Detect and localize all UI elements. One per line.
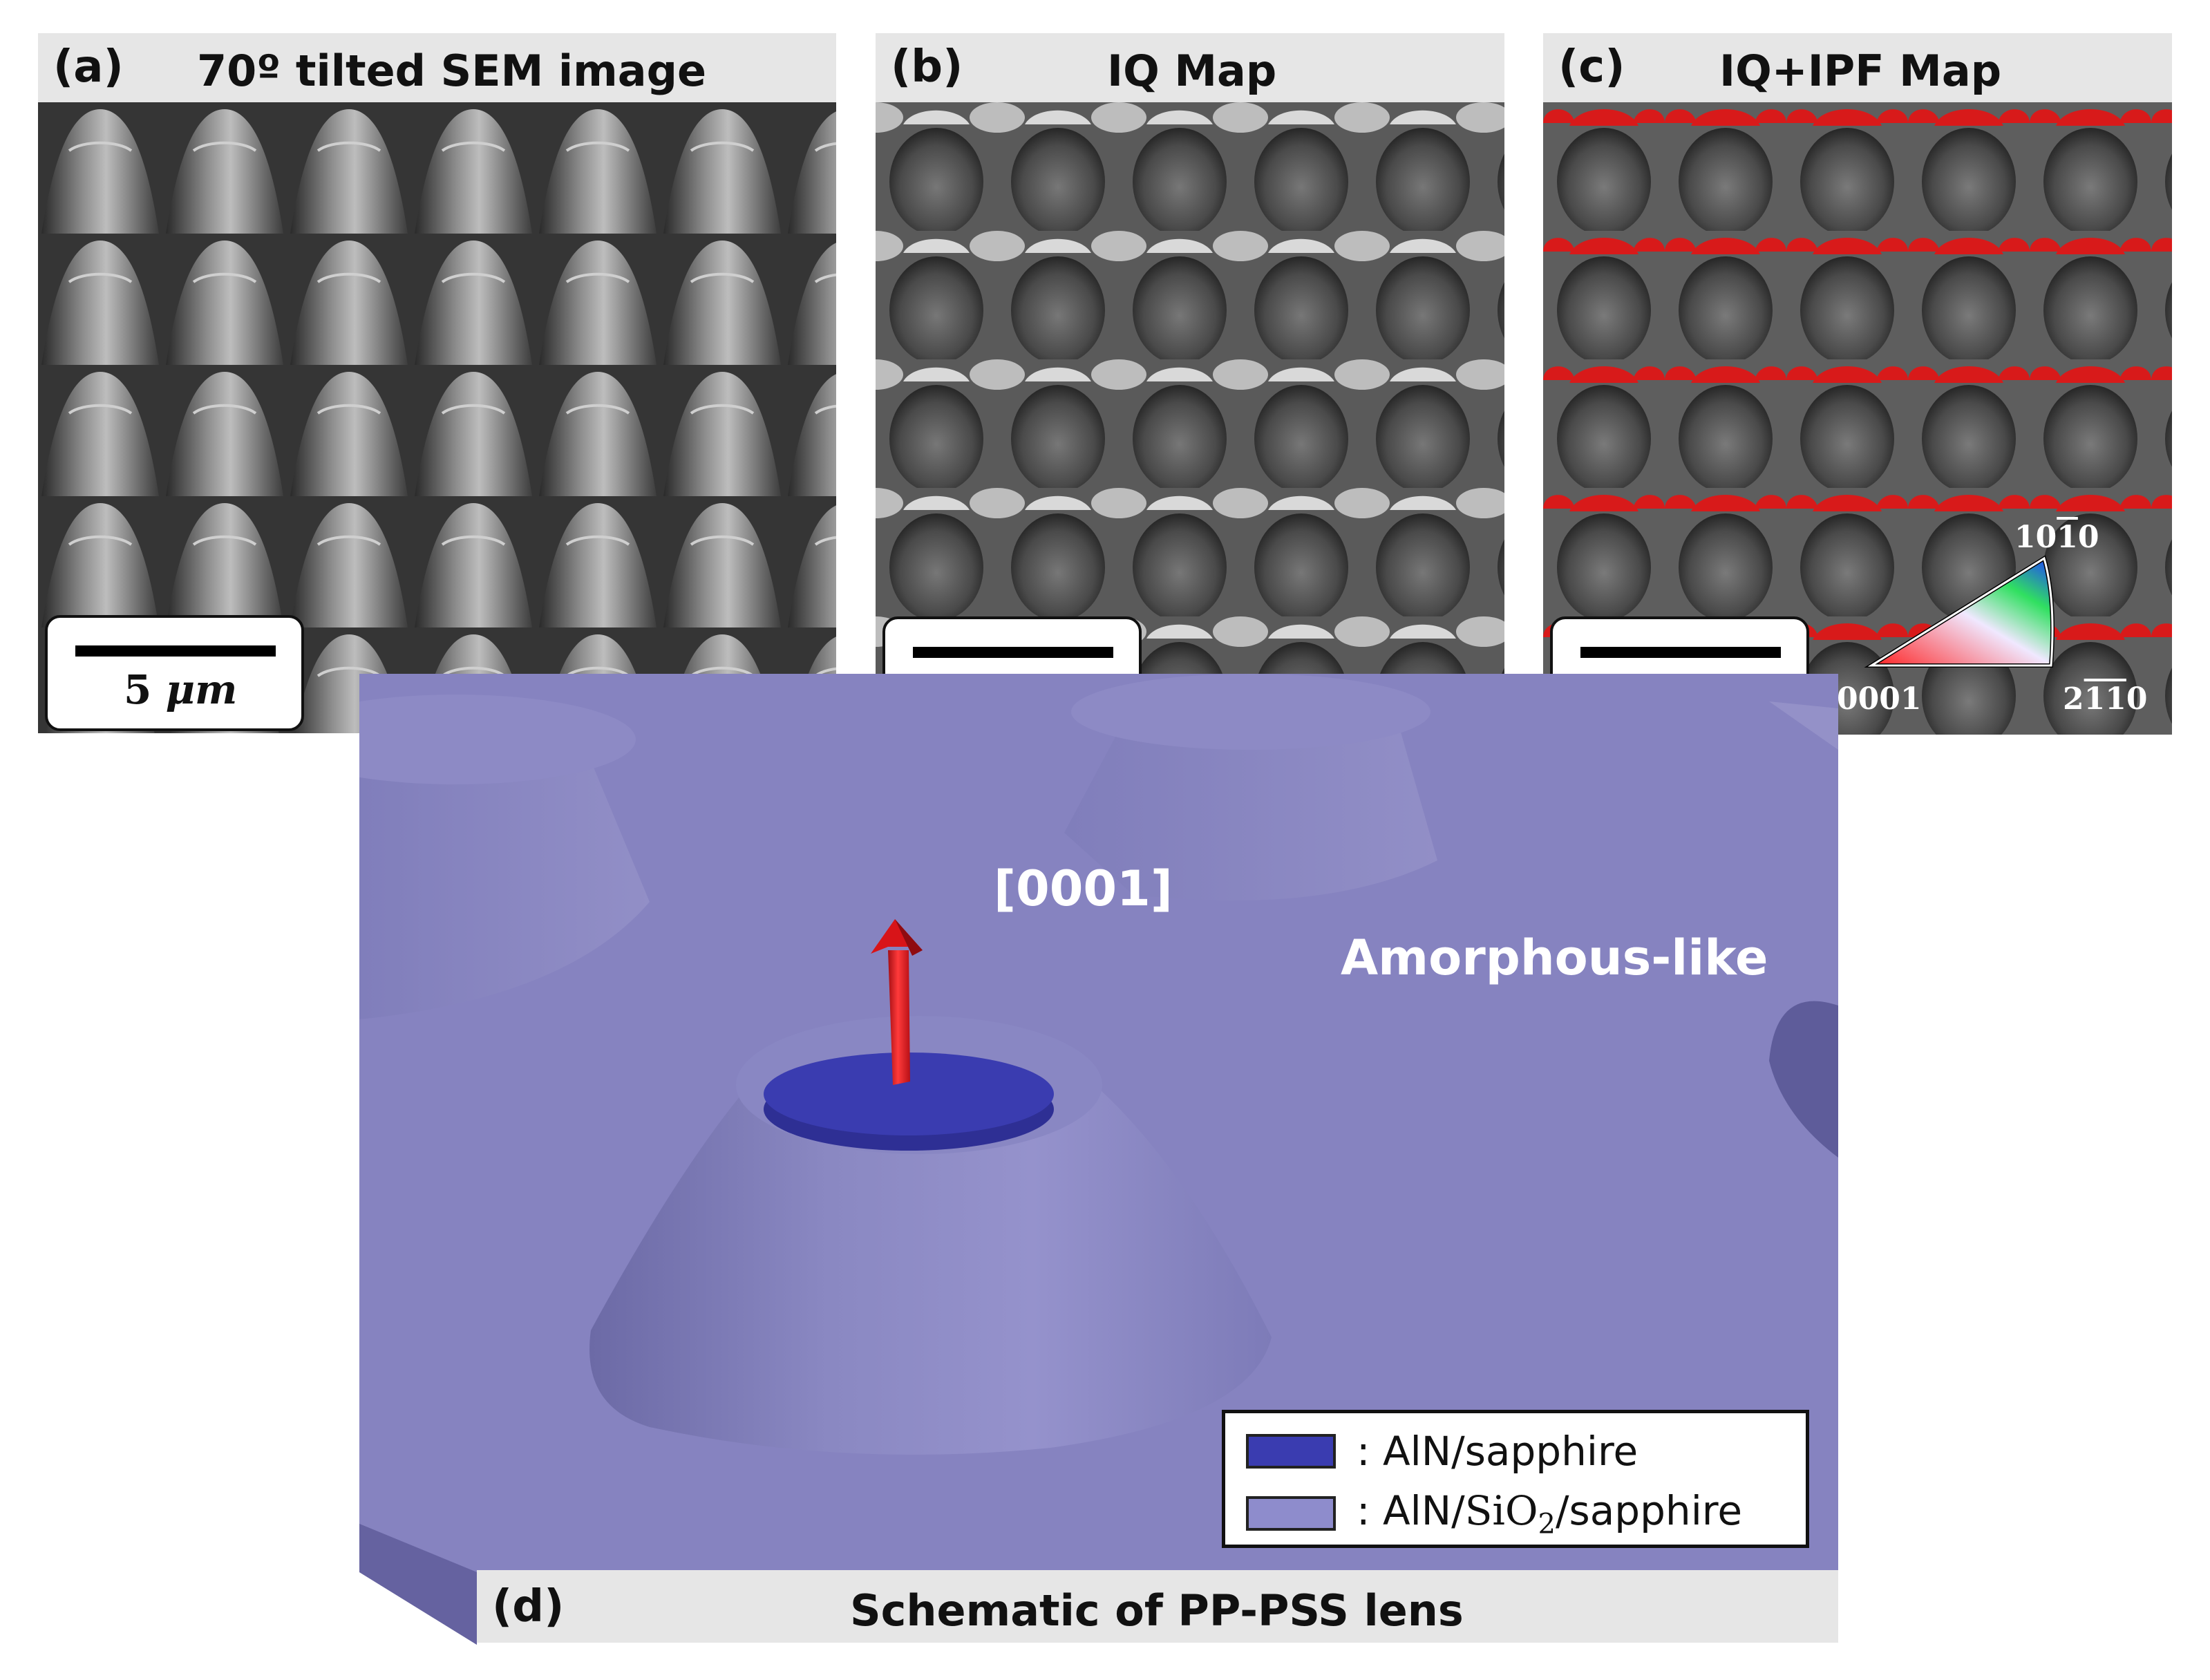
legend-item-aln-sapphire: : AlN/sapphire [1246,1427,1638,1475]
panel-d-label: (d) [492,1581,565,1632]
c-axis-arrow [871,919,923,1085]
panel-d-header: (d) Schematic of PP-PSS lens [477,1570,1838,1643]
legend-swatch [1246,1434,1336,1469]
panel-a-title: 70º tilted SEM image [197,46,707,96]
ipf-triangle [1864,555,2055,668]
scale-bar-a: 5 μm [45,615,304,731]
direction-label: [0001] [994,860,1173,917]
legend-text: : AlN/SiO2/sapphire [1357,1486,1743,1540]
panel-b-label: (b) [891,41,963,93]
ipf-label-2110: 2110 [2063,681,2148,717]
legend-swatch [1246,1496,1336,1531]
legend: : AlN/sapphire : AlN/SiO2/sapphire [1222,1410,1809,1548]
panel-a-label: (a) [53,41,124,93]
ipf-label-1010: 1010 [2014,520,2099,555]
scale-value: 5 [124,666,152,713]
panel-c-header: (c) IQ+IPF Map [1543,33,2172,102]
panel-d-title: Schematic of PP-PSS lens [850,1585,1464,1636]
amorphous-label: Amorphous-like [1341,929,1768,986]
panel-b-header: (b) IQ Map [876,33,1504,102]
panel-a-header: (a) 70º tilted SEM image [38,33,836,102]
legend-item-aln-sio2-sapphire: : AlN/SiO2/sapphire [1246,1486,1743,1540]
scale-unit: μm [165,666,238,713]
ipf-label-0001: 0001 [1837,681,1922,717]
panel-b-title: IQ Map [1107,46,1277,96]
panel-c-label: (c) [1558,41,1625,93]
legend-text: : AlN/sapphire [1357,1428,1638,1475]
panel-c-title: IQ+IPF Map [1719,46,2002,96]
